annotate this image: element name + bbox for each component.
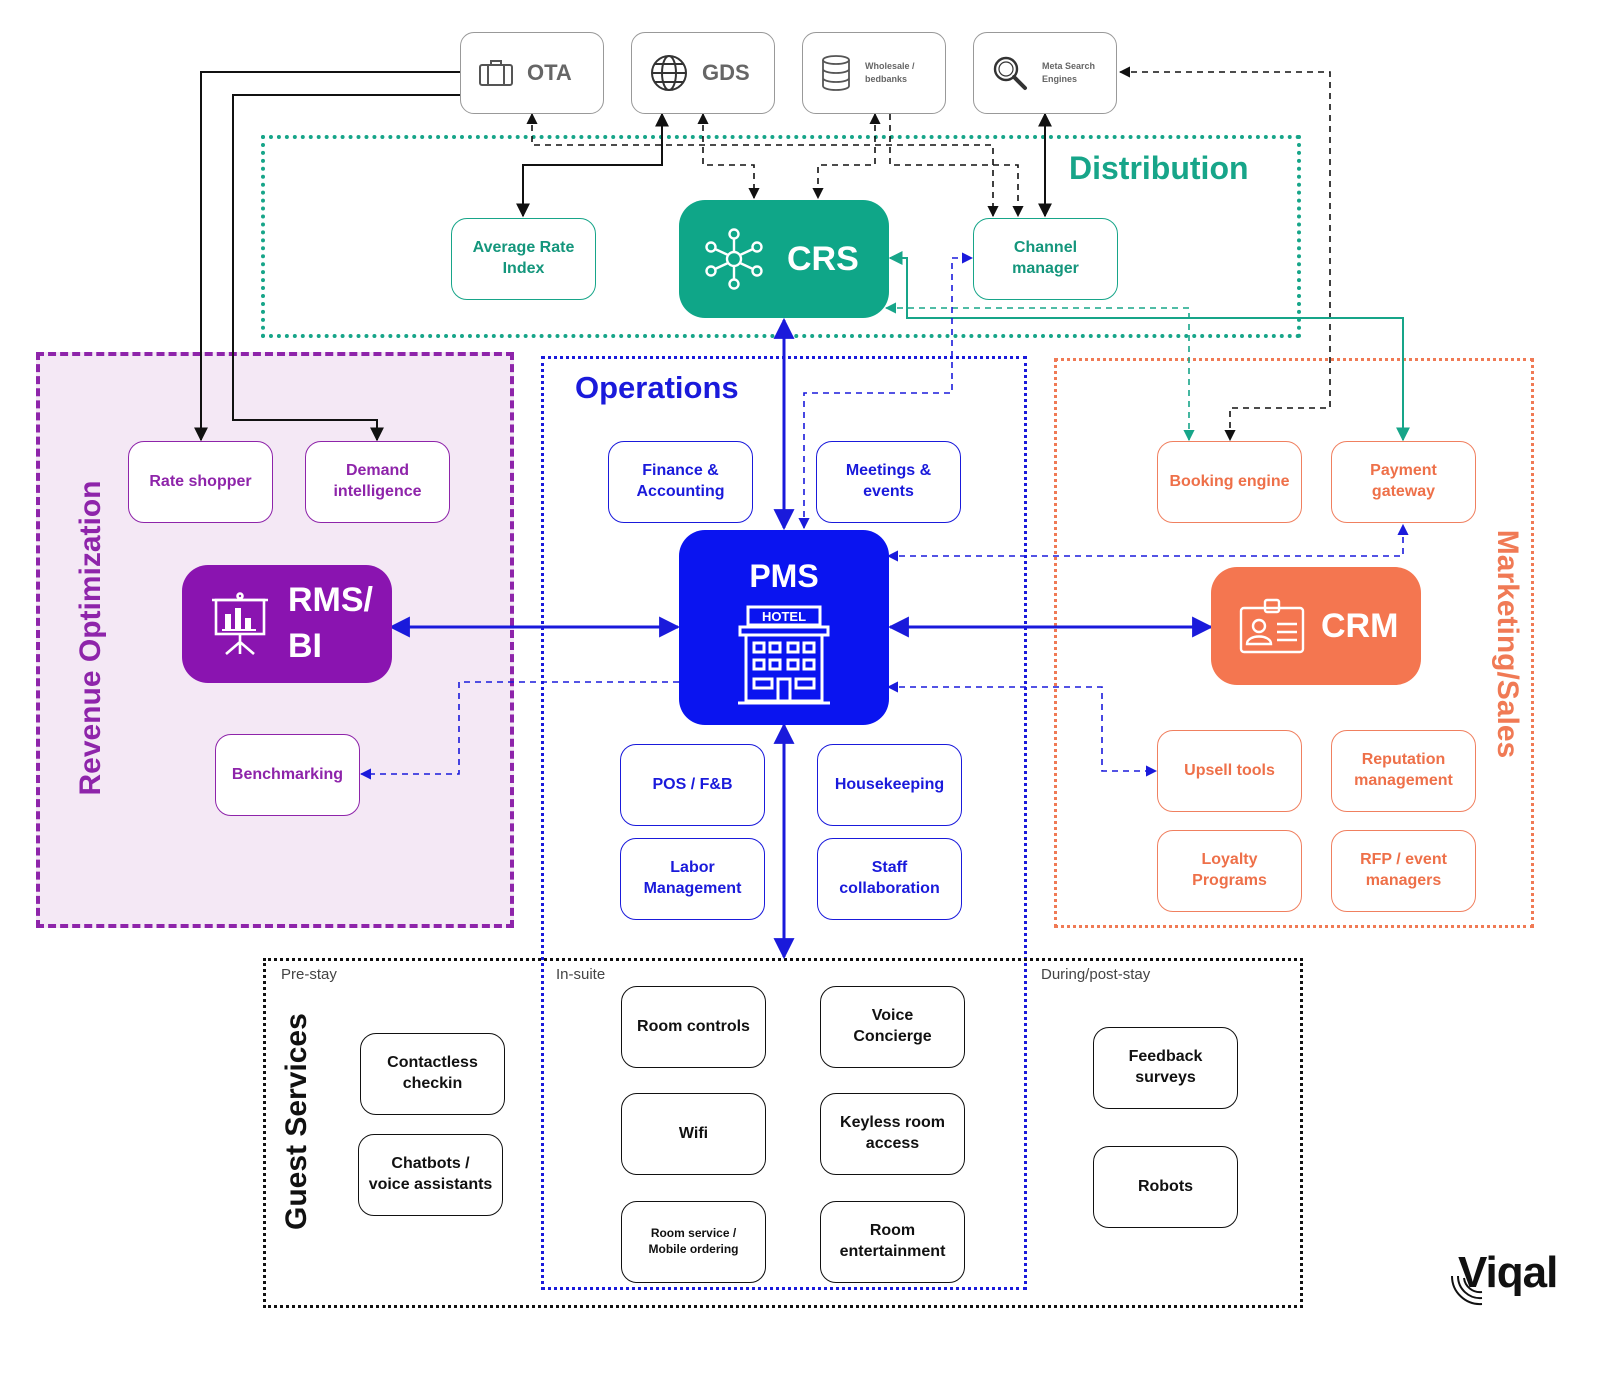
keyless-room-access-box[interactable]: Keyless room access	[820, 1093, 965, 1175]
staff-collaboration-box[interactable]: Staff collaboration	[817, 838, 962, 920]
room-service-box[interactable]: Room service / Mobile ordering	[621, 1201, 766, 1283]
database-icon	[822, 55, 850, 91]
loyalty-programs-box[interactable]: Loyalty Programs	[1157, 830, 1302, 912]
signal-waves-icon	[1450, 1275, 1483, 1306]
pms-label: PMS	[749, 558, 819, 594]
reputation-management-box[interactable]: Reputation management	[1331, 730, 1476, 812]
globe-icon	[651, 55, 687, 91]
crs-label: CRS	[787, 239, 859, 278]
wholesale-label: Wholesale / bedbanks	[865, 60, 915, 85]
voice-concierge-box[interactable]: Voice Concierge	[820, 986, 965, 1068]
rfp-event-managers-box[interactable]: RFP / event managers	[1331, 830, 1476, 912]
guest-services-zone	[263, 958, 1303, 1308]
feedback-surveys-box[interactable]: Feedback surveys	[1093, 1027, 1238, 1109]
crm-label: CRM	[1321, 606, 1399, 645]
pos-fb-box[interactable]: POS / F&B	[620, 744, 765, 826]
during-post-stay-label: During/post-stay	[1041, 966, 1151, 983]
crs-hub[interactable]: CRS	[679, 200, 889, 318]
hotel-building-icon: HOTEL	[738, 605, 830, 705]
gds-label: GDS	[702, 59, 750, 85]
contactless-checkin-box[interactable]: Contactless checkin	[360, 1033, 505, 1115]
demand-intelligence-box[interactable]: Demand intelligence	[305, 441, 450, 523]
wholesale-source[interactable]: Wholesale / bedbanks	[802, 32, 946, 114]
channel-manager-box[interactable]: Channel manager	[973, 218, 1118, 300]
robots-box[interactable]: Robots	[1093, 1146, 1238, 1228]
guest-services-title: Guest Services	[280, 1013, 313, 1230]
pre-stay-label: Pre-stay	[281, 966, 337, 983]
finance-accounting-box[interactable]: Finance & Accounting	[608, 441, 753, 523]
meta-search-label: Meta Search Engines	[1042, 60, 1096, 85]
booking-engine-box[interactable]: Booking engine	[1157, 441, 1302, 523]
housekeeping-box[interactable]: Housekeeping	[817, 744, 962, 826]
hotel-sign-text: HOTEL	[762, 609, 806, 624]
rate-shopper-box[interactable]: Rate shopper	[128, 441, 273, 523]
ota-source[interactable]: OTA	[460, 32, 604, 114]
presentation-chart-icon	[212, 592, 268, 655]
upsell-tools-box[interactable]: Upsell tools	[1157, 730, 1302, 812]
distribution-title: Distribution	[1069, 150, 1249, 186]
rms-bi-hub[interactable]: RMS/ BI	[182, 565, 392, 683]
id-card-icon	[1239, 598, 1305, 654]
viqal-logo: Viqal	[1446, 1248, 1576, 1312]
search-icon	[993, 56, 1027, 90]
rms-bi-label: RMS/ BI	[288, 581, 373, 665]
network-icon	[705, 228, 763, 290]
crm-hub[interactable]: CRM	[1211, 567, 1421, 685]
revenue-optimization-title: Revenue Optimization	[74, 480, 107, 796]
benchmarking-box[interactable]: Benchmarking	[215, 734, 360, 816]
gds-source[interactable]: GDS	[631, 32, 775, 114]
in-suite-label: In-suite	[556, 966, 606, 983]
average-rate-index-box[interactable]: Average Rate Index	[451, 218, 596, 300]
wifi-box[interactable]: Wifi	[621, 1093, 766, 1175]
payment-gateway-box[interactable]: Payment gateway	[1331, 441, 1476, 523]
operations-title: Operations	[575, 370, 739, 405]
marketing-sales-title: Marketing/Sales	[1491, 529, 1524, 759]
ota-label: OTA	[527, 59, 572, 85]
viqal-logo-text: Viqal	[1458, 1248, 1558, 1297]
meetings-events-box[interactable]: Meetings & events	[816, 441, 961, 523]
pms-hub[interactable]: PMS HOTEL	[679, 530, 889, 725]
meta-search-source[interactable]: Meta Search Engines	[973, 32, 1117, 114]
labor-management-box[interactable]: Labor Management	[620, 838, 765, 920]
chatbots-voice-assistants-box[interactable]: Chatbots / voice assistants	[358, 1134, 503, 1216]
room-entertainment-box[interactable]: Room entertainment	[820, 1201, 965, 1283]
briefcase-icon	[479, 60, 513, 86]
room-controls-box[interactable]: Room controls	[621, 986, 766, 1068]
